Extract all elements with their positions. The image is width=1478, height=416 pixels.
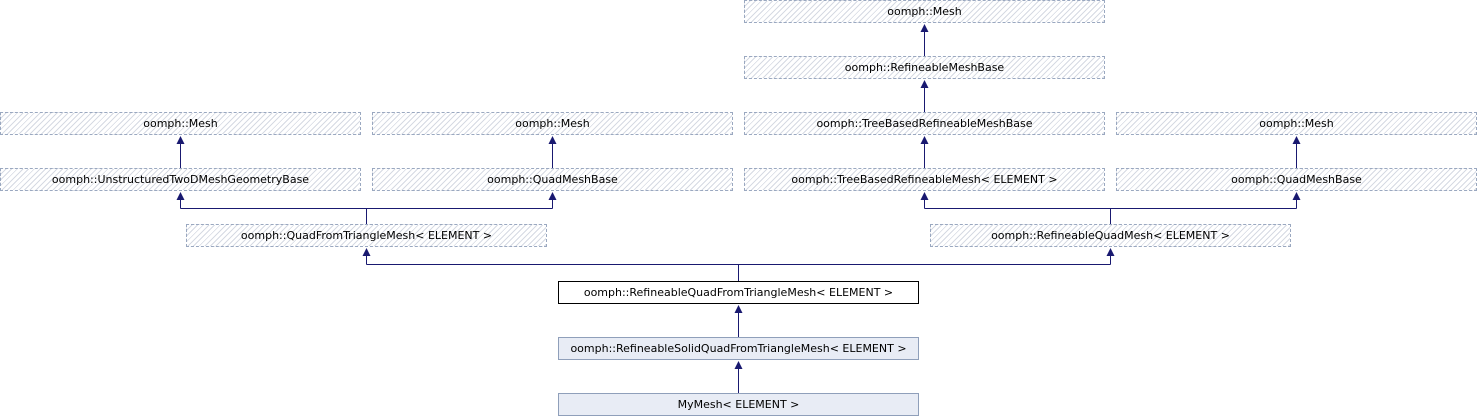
node-label: oomph::QuadMeshBase [1231,173,1362,186]
node-label: oomph::RefineableQuadFromTriangleMesh< E… [583,286,894,299]
node-my-mesh[interactable]: MyMesh< ELEMENT > [558,393,919,416]
inheritance-arrowhead [734,361,743,369]
node-quad-mesh-base-a[interactable]: oomph::QuadMeshBase [372,168,733,191]
inheritance-arrowhead [548,192,557,200]
node-label: MyMesh< ELEMENT > [677,398,800,411]
node-label: oomph::RefineableMeshBase [844,61,1005,74]
inheritance-arrowhead [362,248,371,256]
node-label: oomph::RefineableQuadMesh< ELEMENT > [991,229,1230,242]
inheritance-arrowhead [920,136,929,144]
node-label: oomph::Mesh [143,117,218,130]
node-mesh-c[interactable]: oomph::Mesh [1116,112,1477,135]
inheritance-arrowhead [176,136,185,144]
node-refineable-quad-from-triangle-mesh[interactable]: oomph::RefineableQuadFromTriangleMesh< E… [558,281,919,304]
node-quad-from-triangle-mesh[interactable]: oomph::QuadFromTriangleMesh< ELEMENT > [186,224,547,247]
node-label: oomph::TreeBasedRefineableMeshBase [816,117,1033,130]
node-quad-mesh-base-b[interactable]: oomph::QuadMeshBase [1116,168,1477,191]
node-refineable-mesh-base[interactable]: oomph::RefineableMeshBase [744,56,1105,79]
inheritance-arrowhead [548,136,557,144]
node-label: oomph::Mesh [887,5,962,18]
node-unstructured-two-d-mesh-geometry-base[interactable]: oomph::UnstructuredTwoDMeshGeometryBase [0,168,361,191]
node-refineable-quad-mesh[interactable]: oomph::RefineableQuadMesh< ELEMENT > [930,224,1291,247]
node-label: oomph::QuadMeshBase [487,173,618,186]
node-label: oomph::TreeBasedRefineableMesh< ELEMENT … [791,173,1058,186]
inheritance-arrowhead [920,192,929,200]
node-tree-based-refineable-mesh[interactable]: oomph::TreeBasedRefineableMesh< ELEMENT … [744,168,1105,191]
inheritance-arrowhead [920,80,929,88]
node-label: oomph::QuadFromTriangleMesh< ELEMENT > [240,229,493,242]
node-tree-based-refineable-mesh-base[interactable]: oomph::TreeBasedRefineableMeshBase [744,112,1105,135]
node-label: oomph::Mesh [515,117,590,130]
inheritance-arrowhead [1292,136,1301,144]
inheritance-arrowhead [734,305,743,313]
node-mesh-top[interactable]: oomph::Mesh [744,0,1105,23]
node-refineable-solid-quad-from-triangle-mesh[interactable]: oomph::RefineableSolidQuadFromTriangleMe… [558,337,919,360]
inheritance-arrowhead [176,192,185,200]
node-mesh-a[interactable]: oomph::Mesh [0,112,361,135]
node-mesh-b[interactable]: oomph::Mesh [372,112,733,135]
inheritance-arrowhead [1106,248,1115,256]
node-label: oomph::UnstructuredTwoDMeshGeometryBase [51,173,310,186]
inheritance-arrowhead [1292,192,1301,200]
inheritance-arrowhead [920,24,929,32]
node-label: oomph::Mesh [1259,117,1334,130]
node-label: oomph::RefineableSolidQuadFromTriangleMe… [570,342,907,355]
